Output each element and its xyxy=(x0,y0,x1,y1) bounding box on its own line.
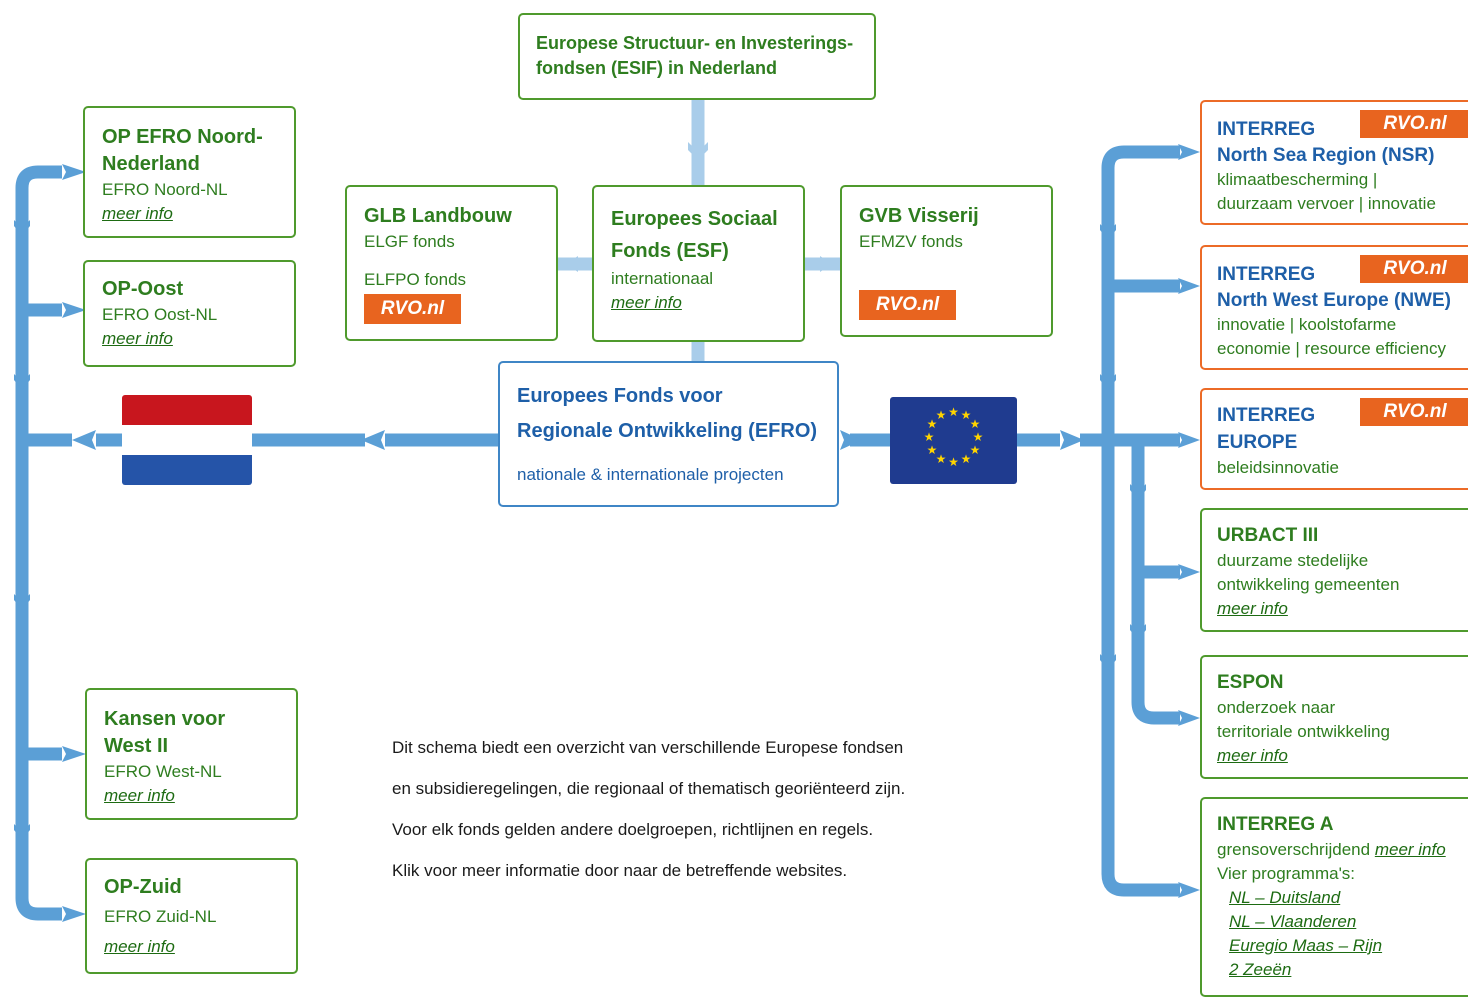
op-oost-sub: EFRO Oost-NL xyxy=(102,305,218,324)
intro-text: Dit schema biedt een overzicht van versc… xyxy=(392,727,972,891)
nwe-label2: North West Europe (NWE) xyxy=(1217,290,1451,311)
nwe-desc2: economie | resource efficiency xyxy=(1217,339,1446,358)
intro-line-2: en subsidieregelingen, die regionaal of … xyxy=(392,779,906,798)
esf-title: Europees Sociaal Fonds (ESF) xyxy=(611,208,778,262)
op-efro-noord-link[interactable]: meer info xyxy=(102,204,173,223)
interreg-nwe-box[interactable]: INTERREG North West Europe (NWE) innovat… xyxy=(1200,245,1468,370)
esf-box[interactable]: Europees Sociaal Fonds (ESF) internation… xyxy=(592,185,805,342)
interreg-nsr-box[interactable]: INTERREG North Sea Region (NSR) klimaatb… xyxy=(1200,100,1468,225)
svg-text:★: ★ xyxy=(927,443,938,457)
svg-text:★: ★ xyxy=(961,408,972,422)
right-bus-line xyxy=(1101,145,1180,897)
op-efro-noord-sub: EFRO Noord-NL xyxy=(102,180,228,199)
eu-flag-icon: ★★★ ★★★ ★★★ ★★★ xyxy=(890,397,1017,484)
svg-text:★: ★ xyxy=(948,455,959,469)
dutch-flag-icon xyxy=(122,395,252,485)
efro-title: Europees Fonds voor Regionale Ontwikkeli… xyxy=(517,385,818,442)
intro-line-4: Klik voor meer informatie door naar de b… xyxy=(392,861,848,880)
glb-line1: ELGF fonds xyxy=(364,232,455,251)
interrega-title: INTERREG A xyxy=(1217,814,1334,835)
interrega-desc1-row: grensoverschrijdend meer info xyxy=(1217,838,1463,862)
svg-text:★: ★ xyxy=(927,417,938,431)
urbact-link[interactable]: meer info xyxy=(1217,599,1288,618)
program-link-nl-duitsland[interactable]: NL – Duitsland xyxy=(1229,888,1341,907)
glb-rvo-badge[interactable]: RVO.nl xyxy=(364,294,461,324)
op-zuid-sub: EFRO Zuid-NL xyxy=(104,907,217,926)
esif-title-box: Europese Structuur- en Investerings-fond… xyxy=(518,13,876,100)
op-efro-noord-box[interactable]: OP EFRO Noord-Nederland EFRO Noord-NL me… xyxy=(83,106,296,238)
interrega-desc2: Vier programma's: xyxy=(1217,864,1356,883)
op-zuid-title: OP-Zuid xyxy=(104,876,182,898)
arrow-head xyxy=(62,164,86,180)
svg-text:★: ★ xyxy=(936,408,947,422)
kansen-west-link[interactable]: meer info xyxy=(104,786,175,805)
urbact-desc2: ontwikkeling gemeenten xyxy=(1217,575,1400,594)
kansen-west-sub: EFRO West-NL xyxy=(104,762,222,781)
kansen-west-title: Kansen voor West II xyxy=(104,708,226,757)
op-oost-link[interactable]: meer info xyxy=(102,329,173,348)
esf-link[interactable]: meer info xyxy=(611,293,682,312)
program-link-2-zeeen[interactable]: 2 Zeeën xyxy=(1229,960,1292,979)
nwe-label1: INTERREG xyxy=(1217,264,1316,285)
interreg-europe-box[interactable]: INTERREG EUROPE beleidsinnovatie RVO.nl xyxy=(1200,388,1468,490)
efro-box: Europees Fonds voor Regionale Ontwikkeli… xyxy=(498,361,839,507)
nsr-label2: North Sea Region (NSR) xyxy=(1217,145,1435,166)
glb-line2: ELFPO fonds xyxy=(364,270,467,289)
eur-rvo-badge[interactable]: RVO.nl xyxy=(1360,398,1468,426)
nsr-rvo-badge[interactable]: RVO.nl xyxy=(1360,110,1468,138)
gvb-sub: EFMZV fonds xyxy=(859,232,963,251)
gvb-rvo-badge[interactable]: RVO.nl xyxy=(859,290,956,320)
intro-line-1: Dit schema biedt een overzicht van versc… xyxy=(392,738,904,757)
esf-sub: internationaal xyxy=(611,269,714,288)
espon-box[interactable]: ESPON onderzoek naar territoriale ontwik… xyxy=(1200,655,1468,779)
espon-desc1: onderzoek naar xyxy=(1217,698,1336,717)
gvb-title: GVB Visserij xyxy=(859,205,979,227)
urbact-title: URBACT III xyxy=(1217,525,1319,546)
svg-text:★: ★ xyxy=(948,405,959,419)
eur-label2: EUROPE xyxy=(1217,432,1298,453)
espon-desc2: territoriale ontwikkeling xyxy=(1217,722,1390,741)
svg-text:★: ★ xyxy=(961,452,972,466)
interrega-meer-info-link[interactable]: meer info xyxy=(1374,840,1446,859)
eur-label1: INTERREG xyxy=(1217,405,1316,426)
nwe-rvo-badge[interactable]: RVO.nl xyxy=(1360,255,1468,283)
svg-text:★: ★ xyxy=(936,452,947,466)
op-oost-box[interactable]: OP-Oost EFRO Oost-NL meer info xyxy=(83,260,296,367)
op-zuid-link[interactable]: meer info xyxy=(104,937,175,956)
espon-title: ESPON xyxy=(1217,672,1284,693)
esif-title: Europese Structuur- en Investerings-fond… xyxy=(536,33,854,78)
op-zuid-box[interactable]: OP-Zuid EFRO Zuid-NL meer info xyxy=(85,858,298,974)
urbact-box[interactable]: URBACT III duurzame stedelijke ontwikkel… xyxy=(1200,508,1468,632)
left-bus-line xyxy=(15,165,62,921)
program-link-euregio[interactable]: Euregio Maas – Rijn xyxy=(1229,936,1383,955)
svg-text:★: ★ xyxy=(924,430,935,444)
nwe-desc1: innovatie | koolstofarme xyxy=(1217,315,1397,334)
op-oost-title: OP-Oost xyxy=(102,278,184,300)
gvb-box: GVB Visserij EFMZV fonds RVO.nl xyxy=(840,185,1053,337)
op-efro-noord-title: OP EFRO Noord-Nederland xyxy=(102,126,263,175)
glb-box: GLB Landbouw ELGF fonds ELFPO fonds RVO.… xyxy=(345,185,558,341)
intro-line-3: Voor elk fonds gelden andere doelgroepen… xyxy=(392,820,874,839)
efro-sub: nationale & internationale projecten xyxy=(517,465,784,484)
nsr-desc2: duurzaam vervoer | innovatie xyxy=(1217,194,1436,213)
eur-desc1: beleidsinnovatie xyxy=(1217,458,1339,477)
svg-text:★: ★ xyxy=(973,430,984,444)
interrega-desc1: grensoverschrijdend xyxy=(1217,840,1371,859)
nsr-label1: INTERREG xyxy=(1217,119,1316,140)
svg-text:★: ★ xyxy=(970,417,981,431)
nsr-desc1: klimaatbescherming | xyxy=(1217,170,1378,189)
interreg-a-box: INTERREG A grensoverschrijdend meer info… xyxy=(1200,797,1468,997)
program-link-nl-vlaanderen[interactable]: NL – Vlaanderen xyxy=(1229,912,1357,931)
glb-title: GLB Landbouw xyxy=(364,205,512,227)
right-inner-bus xyxy=(1131,440,1180,725)
svg-text:★: ★ xyxy=(970,443,981,457)
espon-link[interactable]: meer info xyxy=(1217,746,1288,765)
urbact-desc1: duurzame stedelijke xyxy=(1217,551,1369,570)
kansen-west-box[interactable]: Kansen voor West II EFRO West-NL meer in… xyxy=(85,688,298,820)
